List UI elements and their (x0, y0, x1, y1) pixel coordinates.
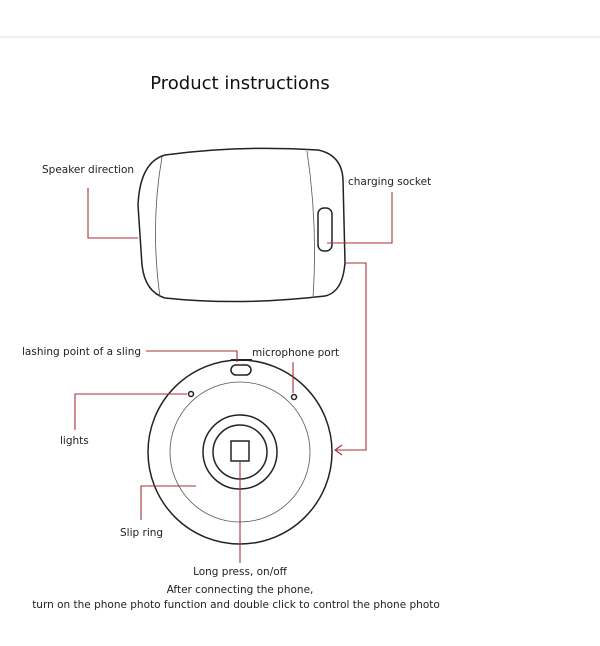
lights-label: lights (60, 435, 89, 447)
charging-socket-label: charging socket (348, 176, 431, 188)
speaker-direction-label: Speaker direction (42, 164, 134, 176)
side-to-front-leader (336, 262, 367, 451)
charging-socket-leader (327, 192, 393, 244)
arrow-icon (334, 444, 343, 456)
page-title: Product instructions (150, 73, 329, 94)
lights-leader (74, 393, 187, 430)
microphone-dot (290, 393, 298, 401)
speaker-side-view (137, 147, 346, 303)
note-line-1: After connecting the phone, (167, 584, 314, 596)
charging-socket-port (317, 207, 333, 252)
microphone-port-label: microphone port (252, 347, 339, 359)
lashing-point-label: lashing point of a sling (22, 346, 141, 358)
light-dot (187, 390, 195, 398)
power-button (230, 440, 250, 462)
note-line-2: turn on the phone photo function and dou… (32, 599, 440, 611)
speaker-direction-leader (87, 188, 138, 239)
slip-ring-leader (140, 485, 196, 520)
long-press-label: Long press, on/off (193, 566, 288, 578)
slip-ring-label: Slip ring (120, 527, 163, 539)
sling-slot (230, 364, 252, 376)
lashing-point-leader (146, 350, 238, 362)
